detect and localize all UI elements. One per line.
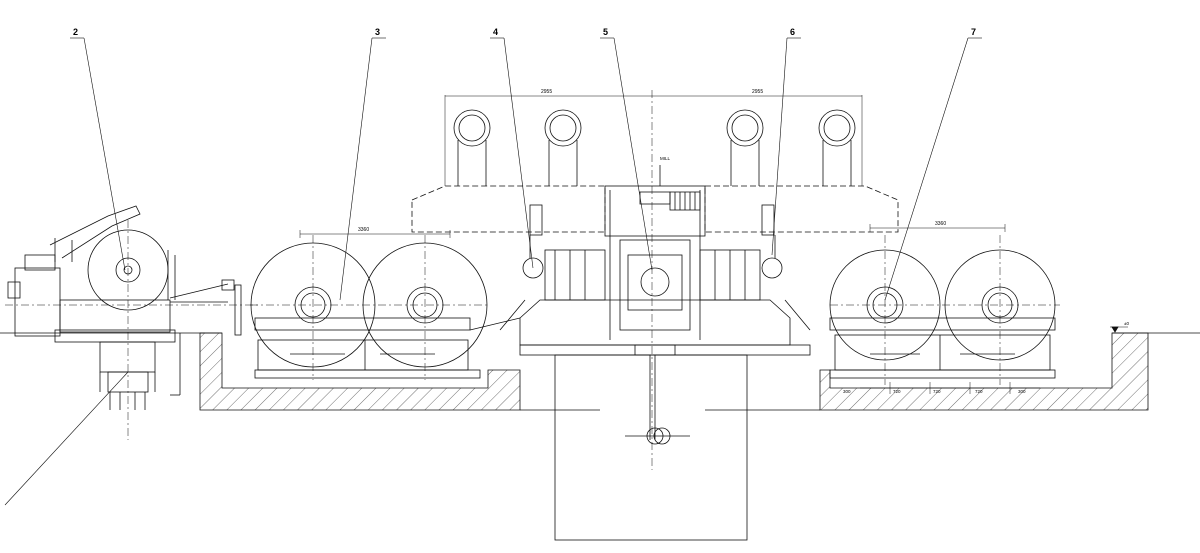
upper-frame [411, 90, 899, 470]
left-tension-reels [250, 230, 521, 380]
bed-plate-4: 720 [975, 389, 983, 394]
overhead-rolls [453, 109, 856, 186]
right-foundation-pit [819, 332, 1149, 411]
mill-label: MILL [660, 156, 671, 161]
callout-2: 2 [73, 27, 78, 37]
left-deflector-unit [522, 204, 606, 301]
callout-labels: 2 3 4 5 6 7 [73, 27, 976, 37]
bed-plate-5: 300 [1018, 389, 1026, 394]
central-pit [520, 354, 820, 541]
floor-level-mark [1110, 326, 1128, 333]
callout-5: 5 [603, 27, 608, 37]
right-tension-reels [829, 224, 1060, 394]
dim-right-reels: 3360 [935, 221, 946, 227]
dim-left-reels: 3360 [358, 227, 369, 233]
dimension-labels: 2955 2955 3360 3360 MILL ±0 300 720 720 … [358, 89, 1129, 394]
dim-top-left: 2955 [541, 89, 552, 95]
callout-7: 7 [971, 27, 976, 37]
uncoiler-assembly [5, 205, 260, 440]
bed-plate-2: 720 [893, 389, 901, 394]
bed-plate-1: 300 [843, 389, 851, 394]
right-deflector-unit [699, 204, 783, 301]
mill-stand [609, 165, 701, 340]
callout-6: 6 [790, 27, 795, 37]
callout-leaders [4, 37, 982, 506]
callout-4: 4 [493, 27, 498, 37]
mill-base [499, 299, 811, 445]
floor-level-label: ±0 [1124, 321, 1129, 326]
callout-3: 3 [375, 27, 380, 37]
dim-top-right: 2955 [752, 89, 763, 95]
bed-plate-3: 720 [933, 389, 941, 394]
left-foundation-pit [199, 332, 521, 411]
